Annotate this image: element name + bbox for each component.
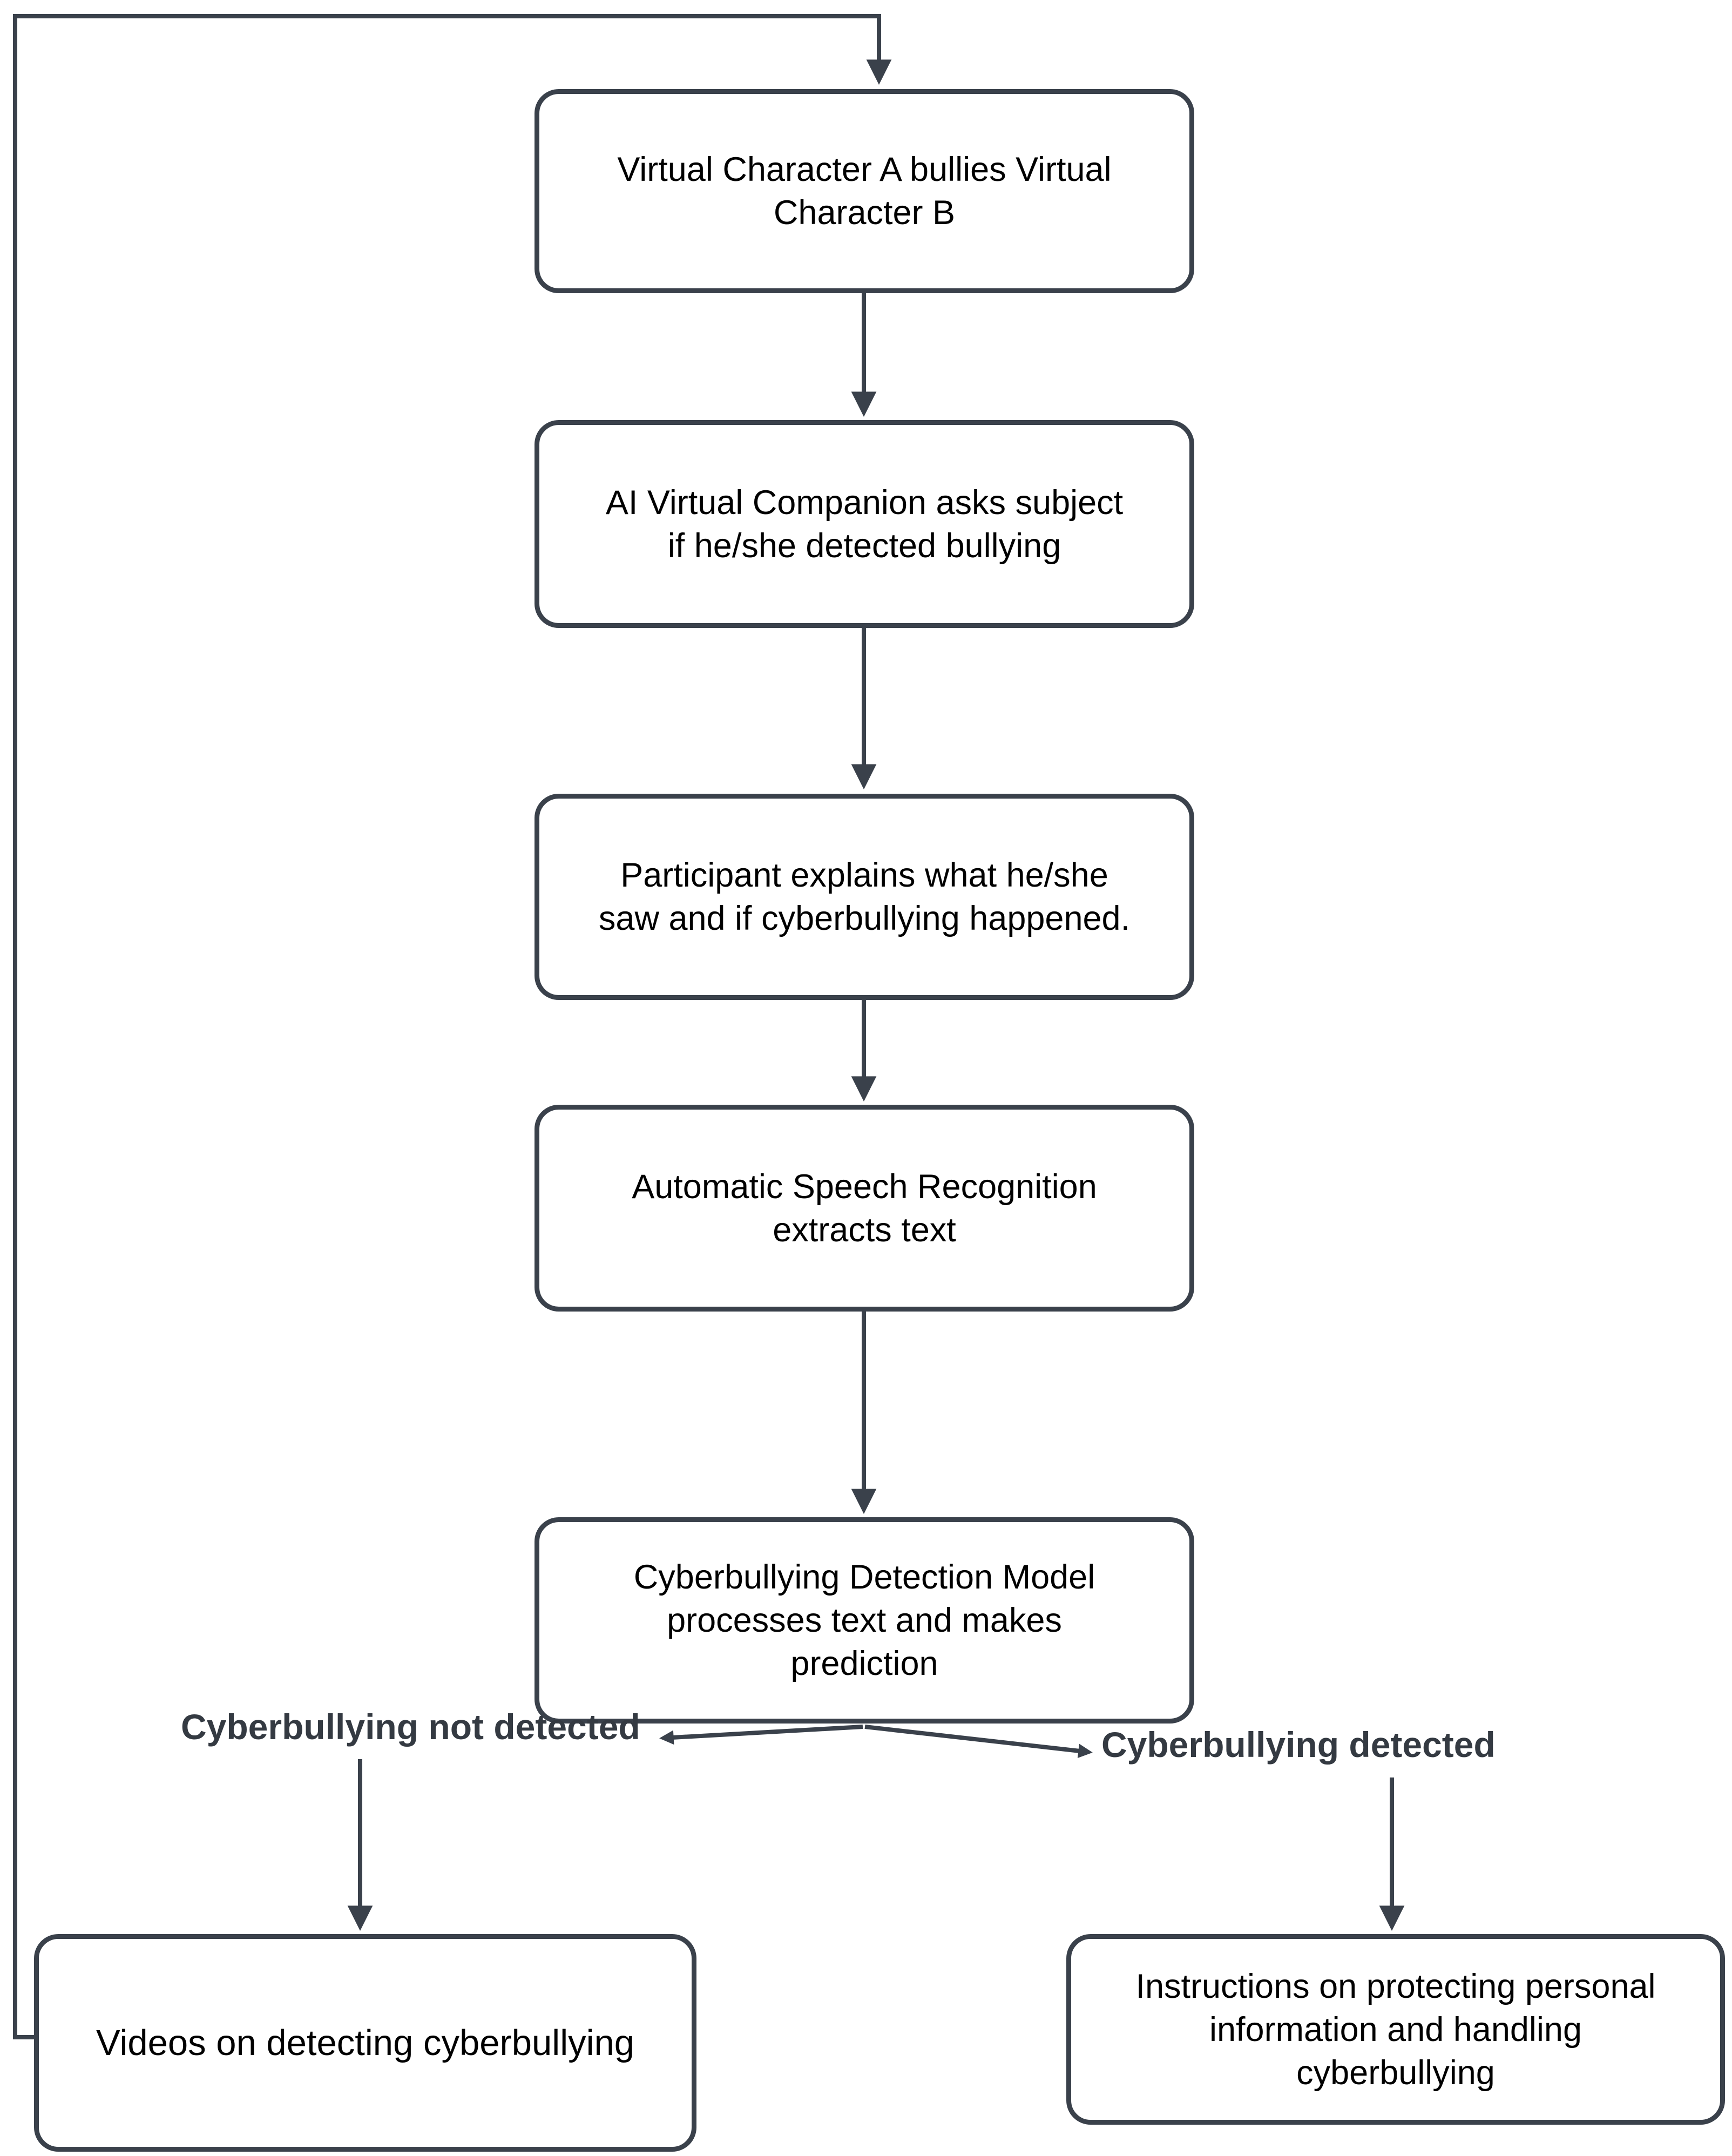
node-instructions-text: Instructions on protecting personal info… [1135, 1967, 1656, 2092]
node-videos: Videos on detecting cyberbullying [34, 1934, 696, 2152]
node-companion-asks-text: AI Virtual Companion asks subject if he/… [605, 483, 1124, 565]
node-videos-text: Videos on detecting cyberbullying [96, 2022, 634, 2063]
branch-line-detected [864, 1725, 1093, 1758]
node-instructions: Instructions on protecting personal info… [1066, 1934, 1725, 2125]
node-virtual-bullying: Virtual Character A bullies Virtual Char… [535, 89, 1194, 293]
node-companion-asks: AI Virtual Companion asks subject if he/… [535, 420, 1194, 628]
node-participant-explains: Participant explains what he/she saw and… [535, 794, 1194, 1000]
node-participant-explains-text: Participant explains what he/she saw and… [598, 856, 1131, 937]
node-virtual-bullying-text: Virtual Character A bullies Virtual Char… [617, 151, 1112, 232]
node-detection-model-text: Cyberbullying Detection Model processes … [633, 1558, 1095, 1682]
node-asr-extracts: Automatic Speech Recognition extracts te… [535, 1105, 1194, 1312]
node-asr-extracts-text: Automatic Speech Recognition extracts te… [632, 1167, 1097, 1249]
branch-line-not-detected [659, 1725, 863, 1745]
branch-label-not-detected: Cyberbullying not detected [181, 1707, 640, 1747]
branch-label-detected: Cyberbullying detected [1101, 1725, 1496, 1765]
loop-videos-to-start [13, 14, 892, 2039]
node-detection-model: Cyberbullying Detection Model processes … [535, 1517, 1194, 1724]
